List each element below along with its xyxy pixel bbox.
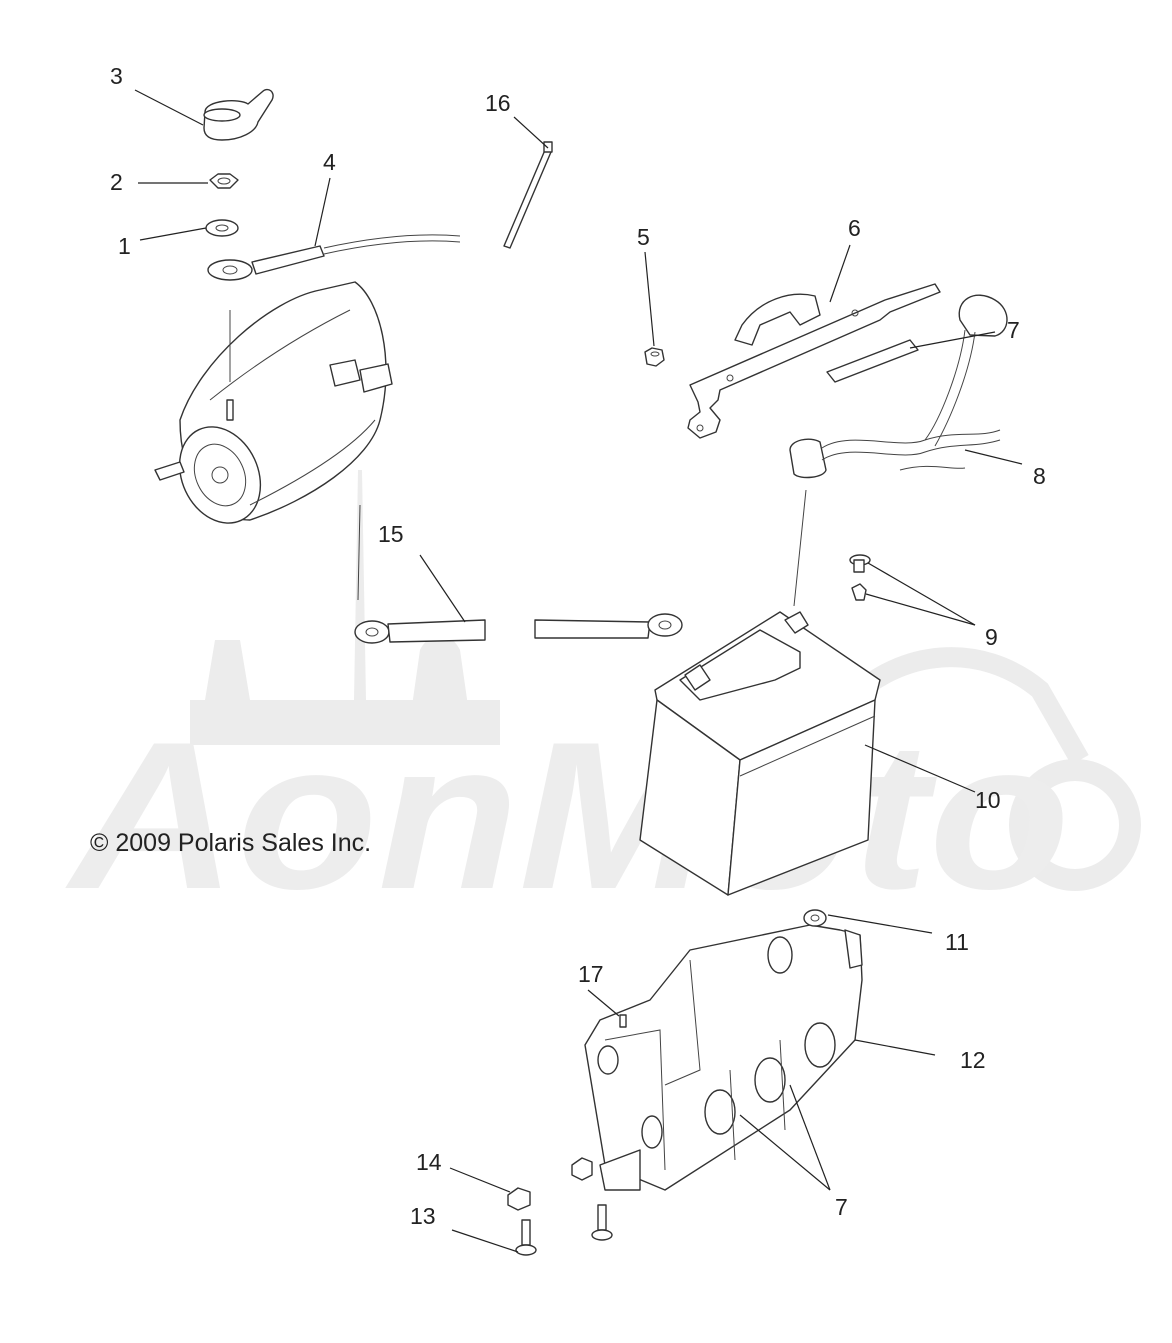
starter-motor-part [154, 281, 393, 524]
callout-8: 8 [1033, 463, 1046, 489]
battery-tray-part [584, 924, 863, 1191]
callout-11: 11 [945, 929, 969, 955]
callout-2: 2 [110, 169, 123, 195]
callout-7-bottom: 7 [835, 1194, 848, 1220]
tray-screw-part [515, 1204, 613, 1256]
callout-14: 14 [416, 1149, 442, 1175]
ground-cable-part [354, 613, 683, 644]
callout-7-top: 7 [1007, 317, 1020, 343]
callout-16: 16 [485, 90, 511, 116]
callout-12: 12 [960, 1047, 986, 1073]
callout-9: 9 [985, 624, 998, 650]
callout-3: 3 [110, 63, 123, 89]
terminal-boot-part [203, 88, 274, 141]
callout-10: 10 [975, 787, 1001, 813]
washer-part [205, 219, 239, 237]
copyright-text: © 2009 Polaris Sales Inc. [90, 829, 371, 857]
starter-cable-part [207, 234, 461, 281]
battery-part [639, 611, 881, 896]
battery-bracket-part [687, 283, 941, 439]
callout-1: 1 [118, 233, 131, 259]
terminal-nut-part [851, 583, 867, 601]
positive-cable-part [789, 294, 1008, 479]
callout-17: 17 [578, 961, 604, 987]
watermark: AonMoto [65, 470, 1141, 933]
cable-tie-part [503, 141, 553, 249]
leader-lines [134, 89, 1023, 1253]
callout-15: 15 [378, 521, 404, 547]
tray-bolt-part [803, 909, 827, 927]
callout-4: 4 [323, 149, 336, 175]
terminal-bolt-part [849, 554, 871, 573]
tray-stud-part [619, 1014, 627, 1028]
callouts: 1 2 3 4 5 6 7 7 8 9 10 11 12 13 14 15 16… [110, 63, 1046, 1229]
callout-6: 6 [848, 215, 861, 241]
bracket-pad-part [826, 339, 919, 383]
callout-5: 5 [637, 224, 650, 250]
nut-5-part [644, 347, 665, 367]
callout-13: 13 [410, 1203, 436, 1229]
tray-nut-part [507, 1157, 593, 1211]
hex-nut-part [209, 173, 239, 189]
watermark-text: AonMoto [65, 698, 1070, 933]
